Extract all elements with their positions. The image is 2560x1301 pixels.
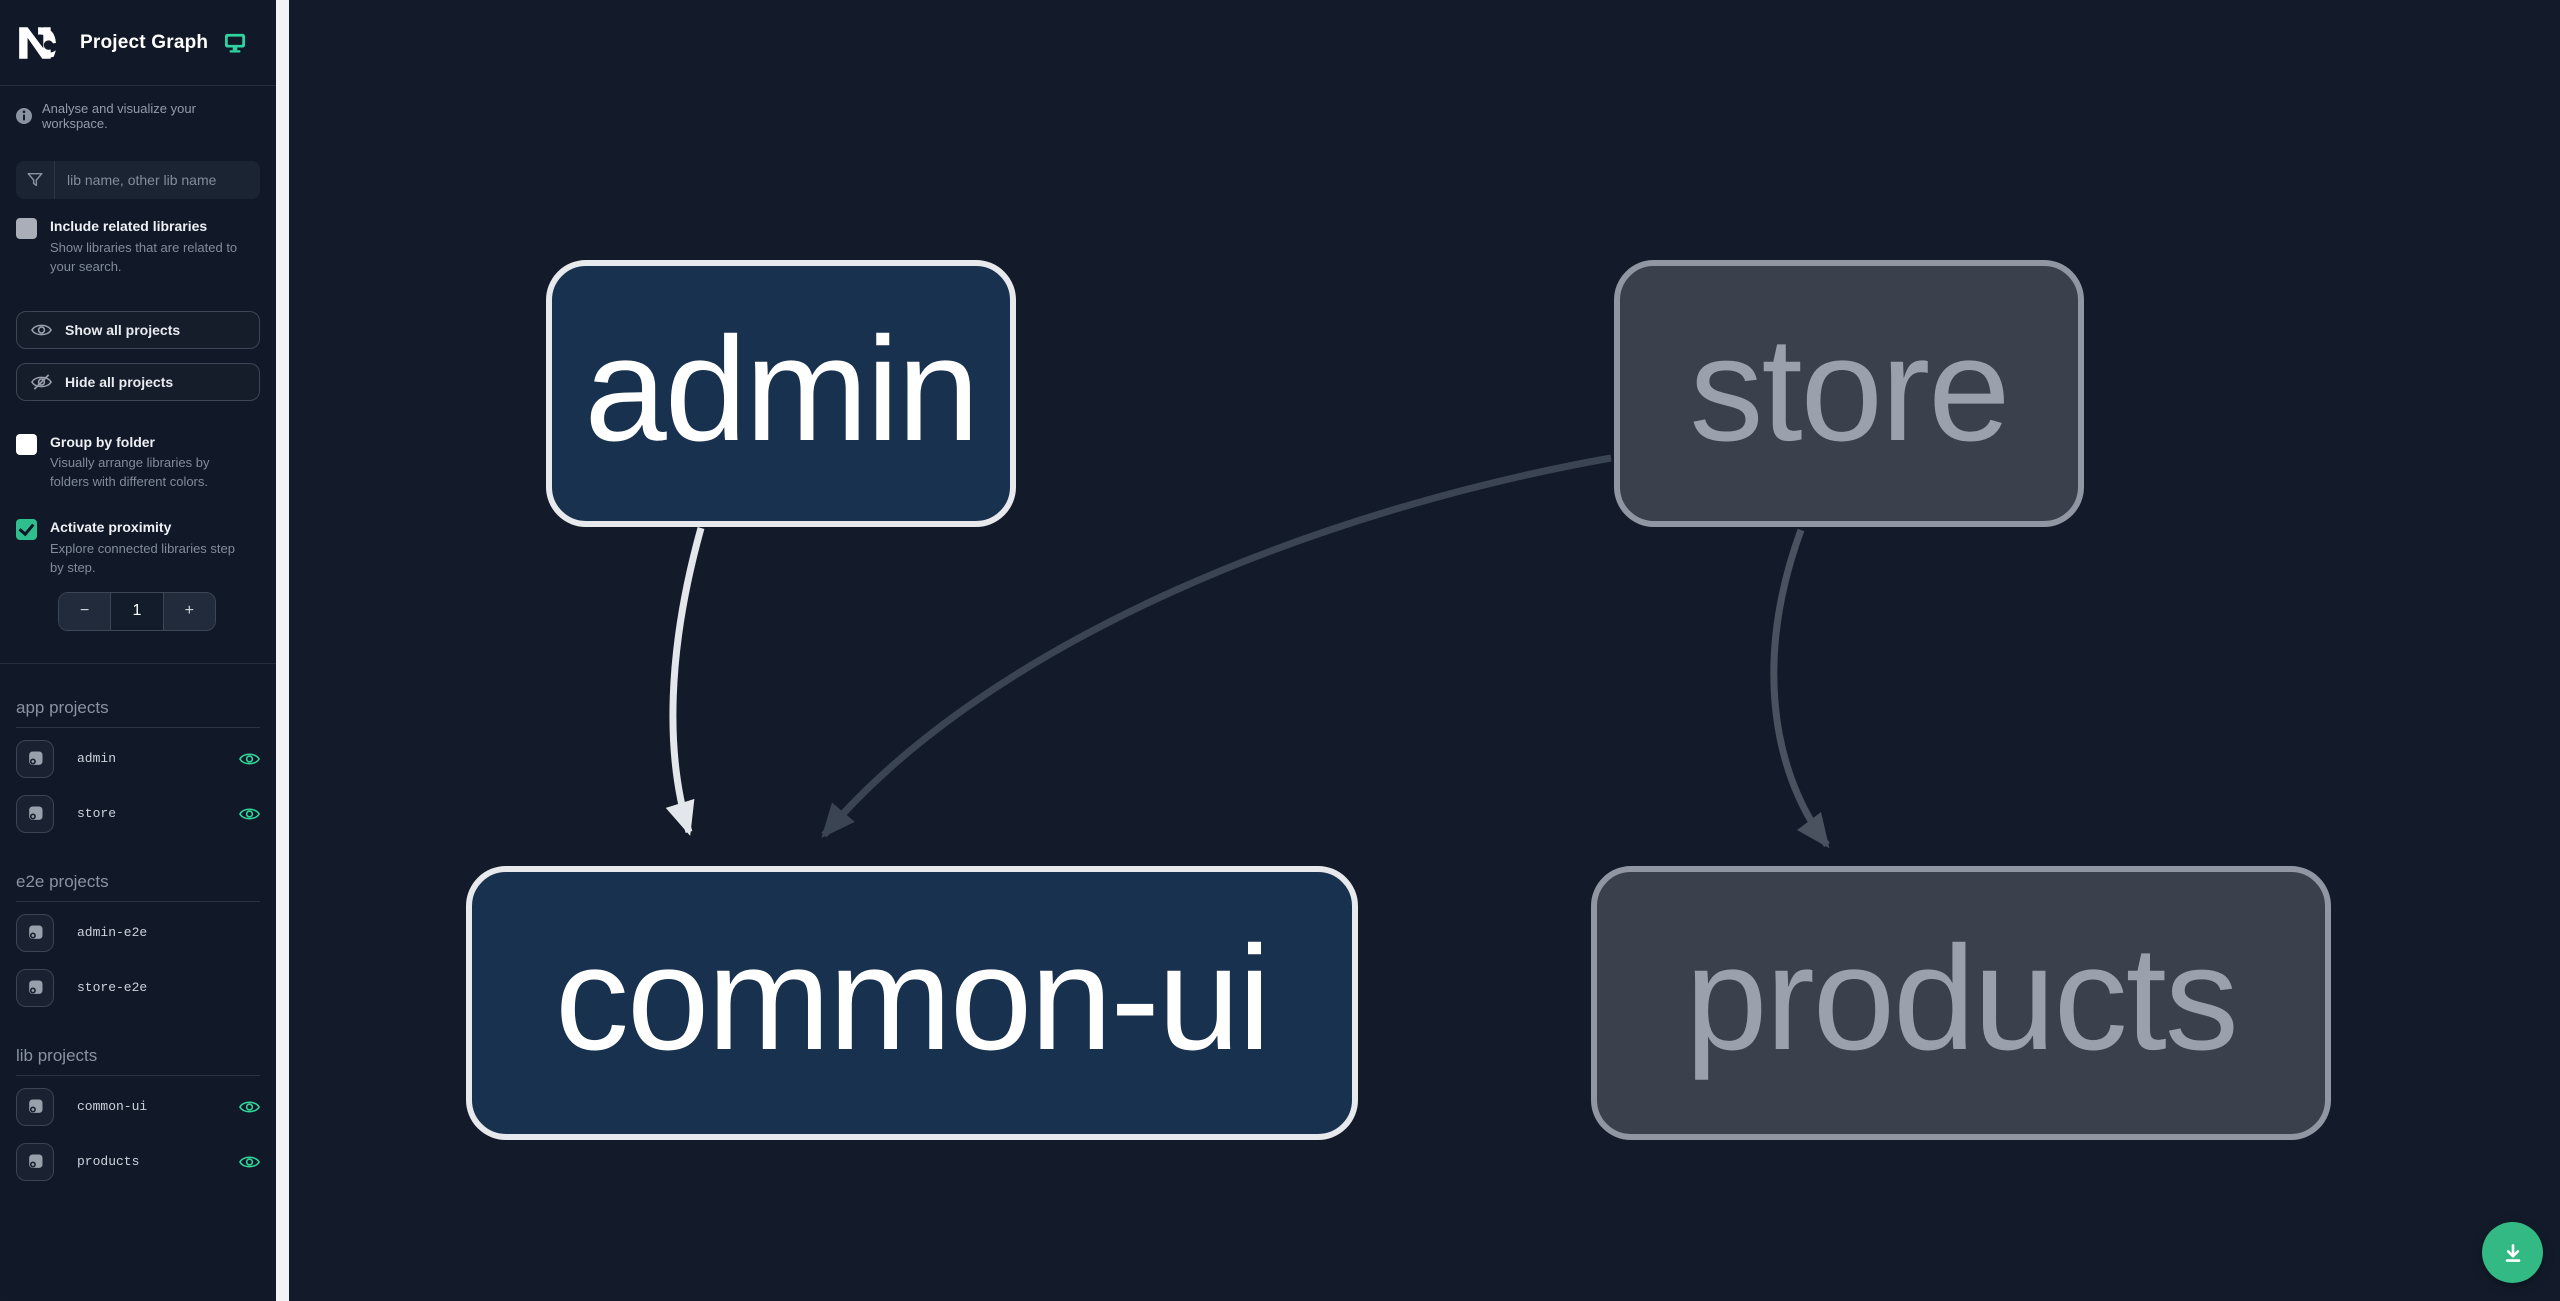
focus-project-button[interactable] bbox=[16, 794, 54, 833]
activate-proximity-toggle: Activate proximity Explore connected lib… bbox=[16, 518, 260, 578]
graph-node-common-ui[interactable]: common-ui bbox=[466, 866, 1358, 1140]
edge-store-to-common-ui[interactable] bbox=[821, 454, 1612, 839]
focus-icon bbox=[29, 1154, 43, 1168]
workspace-tagline: Analyse and visualize your workspace. bbox=[0, 86, 276, 131]
search-input[interactable] bbox=[55, 161, 260, 199]
eye-off-icon bbox=[31, 373, 52, 390]
project-name[interactable]: common-ui bbox=[77, 1099, 148, 1115]
project-row-admin-e2e: admin-e2e bbox=[0, 909, 276, 957]
group-by-folder-checkbox[interactable] bbox=[16, 433, 37, 455]
monitor-icon[interactable] bbox=[224, 33, 246, 53]
focus-icon bbox=[29, 1099, 43, 1113]
include-related-description: Show libraries that are related to your … bbox=[50, 239, 238, 274]
graph-edges bbox=[665, 454, 1830, 849]
graph-node-products[interactable]: products bbox=[1591, 866, 2331, 1140]
section-e2e-projects: e2e projects admin-e2e bbox=[0, 872, 276, 1012]
proximity-depth-value: 1 bbox=[110, 592, 164, 630]
project-row-common-ui: common-ui bbox=[0, 1083, 276, 1131]
visibility-eye-icon[interactable] bbox=[239, 806, 260, 822]
visibility-eye-icon[interactable] bbox=[239, 1154, 260, 1170]
edge-admin-to-common-ui[interactable] bbox=[665, 527, 705, 836]
node-label: common-ui bbox=[555, 916, 1271, 1081]
project-name[interactable]: admin bbox=[77, 751, 117, 767]
show-all-projects-label: Show all projects bbox=[65, 321, 181, 338]
download-icon bbox=[2505, 1243, 2520, 1262]
project-row-store-e2e: store-e2e bbox=[0, 964, 276, 1012]
graph-canvas[interactable]: admin store common-ui products bbox=[289, 0, 2560, 1301]
group-by-folder-label: Group by folder bbox=[50, 433, 155, 450]
proximity-depth-stepper: − 1 + bbox=[58, 591, 216, 631]
focus-icon bbox=[29, 751, 43, 765]
node-label: admin bbox=[584, 306, 979, 472]
section-lib-projects: lib projects common-ui bbox=[0, 1046, 276, 1186]
graph-node-admin[interactable]: admin bbox=[546, 260, 1016, 527]
activate-proximity-description: Explore connected libraries step by step… bbox=[50, 541, 235, 575]
edge-store-to-products[interactable] bbox=[1770, 528, 1830, 849]
focus-project-button[interactable] bbox=[16, 739, 54, 778]
activate-proximity-label: Activate proximity bbox=[50, 519, 172, 536]
focus-icon bbox=[29, 806, 43, 820]
show-all-projects-button[interactable]: Show all projects bbox=[16, 310, 260, 349]
download-graph-button[interactable] bbox=[2482, 1222, 2543, 1283]
sidebar: Project Graph Analyse and visualize your… bbox=[0, 0, 276, 1301]
tagline-text: Analyse and visualize your workspace. bbox=[42, 101, 196, 131]
search-box bbox=[16, 161, 260, 199]
focus-icon bbox=[29, 980, 43, 994]
project-name[interactable]: store-e2e bbox=[77, 980, 148, 996]
sidebar-header: Project Graph bbox=[0, 0, 276, 86]
focus-project-button[interactable] bbox=[16, 1087, 54, 1126]
project-row-products: products bbox=[0, 1138, 276, 1186]
focus-project-button[interactable] bbox=[16, 913, 54, 952]
focus-project-button[interactable] bbox=[16, 968, 54, 1007]
graph-node-store[interactable]: store bbox=[1614, 260, 2084, 527]
include-related-toggle: Include related libraries Show libraries… bbox=[16, 217, 260, 277]
activate-proximity-checkbox[interactable] bbox=[16, 519, 37, 541]
include-related-checkbox[interactable] bbox=[16, 218, 37, 239]
proximity-decrement-button[interactable]: − bbox=[59, 592, 111, 630]
filter-icon bbox=[16, 161, 55, 199]
node-label: products bbox=[1685, 916, 2239, 1081]
visibility-eye-icon[interactable] bbox=[239, 751, 260, 767]
project-name[interactable]: store bbox=[77, 806, 117, 822]
hide-all-projects-button[interactable]: Hide all projects bbox=[16, 362, 260, 401]
section-title: app projects bbox=[16, 698, 260, 728]
eye-icon bbox=[31, 324, 52, 335]
hide-all-projects-label: Hide all projects bbox=[65, 373, 174, 390]
nx-logo bbox=[19, 26, 56, 59]
group-by-folder-description: Visually arrange libraries by folders wi… bbox=[50, 455, 210, 490]
visibility-eye-icon[interactable] bbox=[239, 1099, 260, 1115]
focus-project-button[interactable] bbox=[16, 1142, 54, 1181]
project-row-admin: admin bbox=[0, 735, 276, 783]
project-name[interactable]: products bbox=[77, 1154, 140, 1170]
node-label: store bbox=[1689, 306, 2010, 472]
section-title: e2e projects bbox=[16, 872, 260, 902]
section-app-projects: app projects admin bbox=[0, 698, 276, 838]
proximity-increment-button[interactable]: + bbox=[163, 592, 215, 630]
section-title: lib projects bbox=[16, 1046, 260, 1076]
sidebar-resize-handle[interactable] bbox=[276, 0, 289, 1301]
group-by-folder-toggle: Group by folder Visually arrange librari… bbox=[16, 433, 260, 493]
sidebar-divider bbox=[0, 662, 276, 664]
project-name[interactable]: admin-e2e bbox=[77, 925, 148, 941]
include-related-label: Include related libraries bbox=[50, 218, 208, 234]
project-row-store: store bbox=[0, 790, 276, 838]
page-title: Project Graph bbox=[80, 31, 209, 53]
focus-icon bbox=[29, 925, 43, 939]
info-icon bbox=[16, 108, 32, 124]
